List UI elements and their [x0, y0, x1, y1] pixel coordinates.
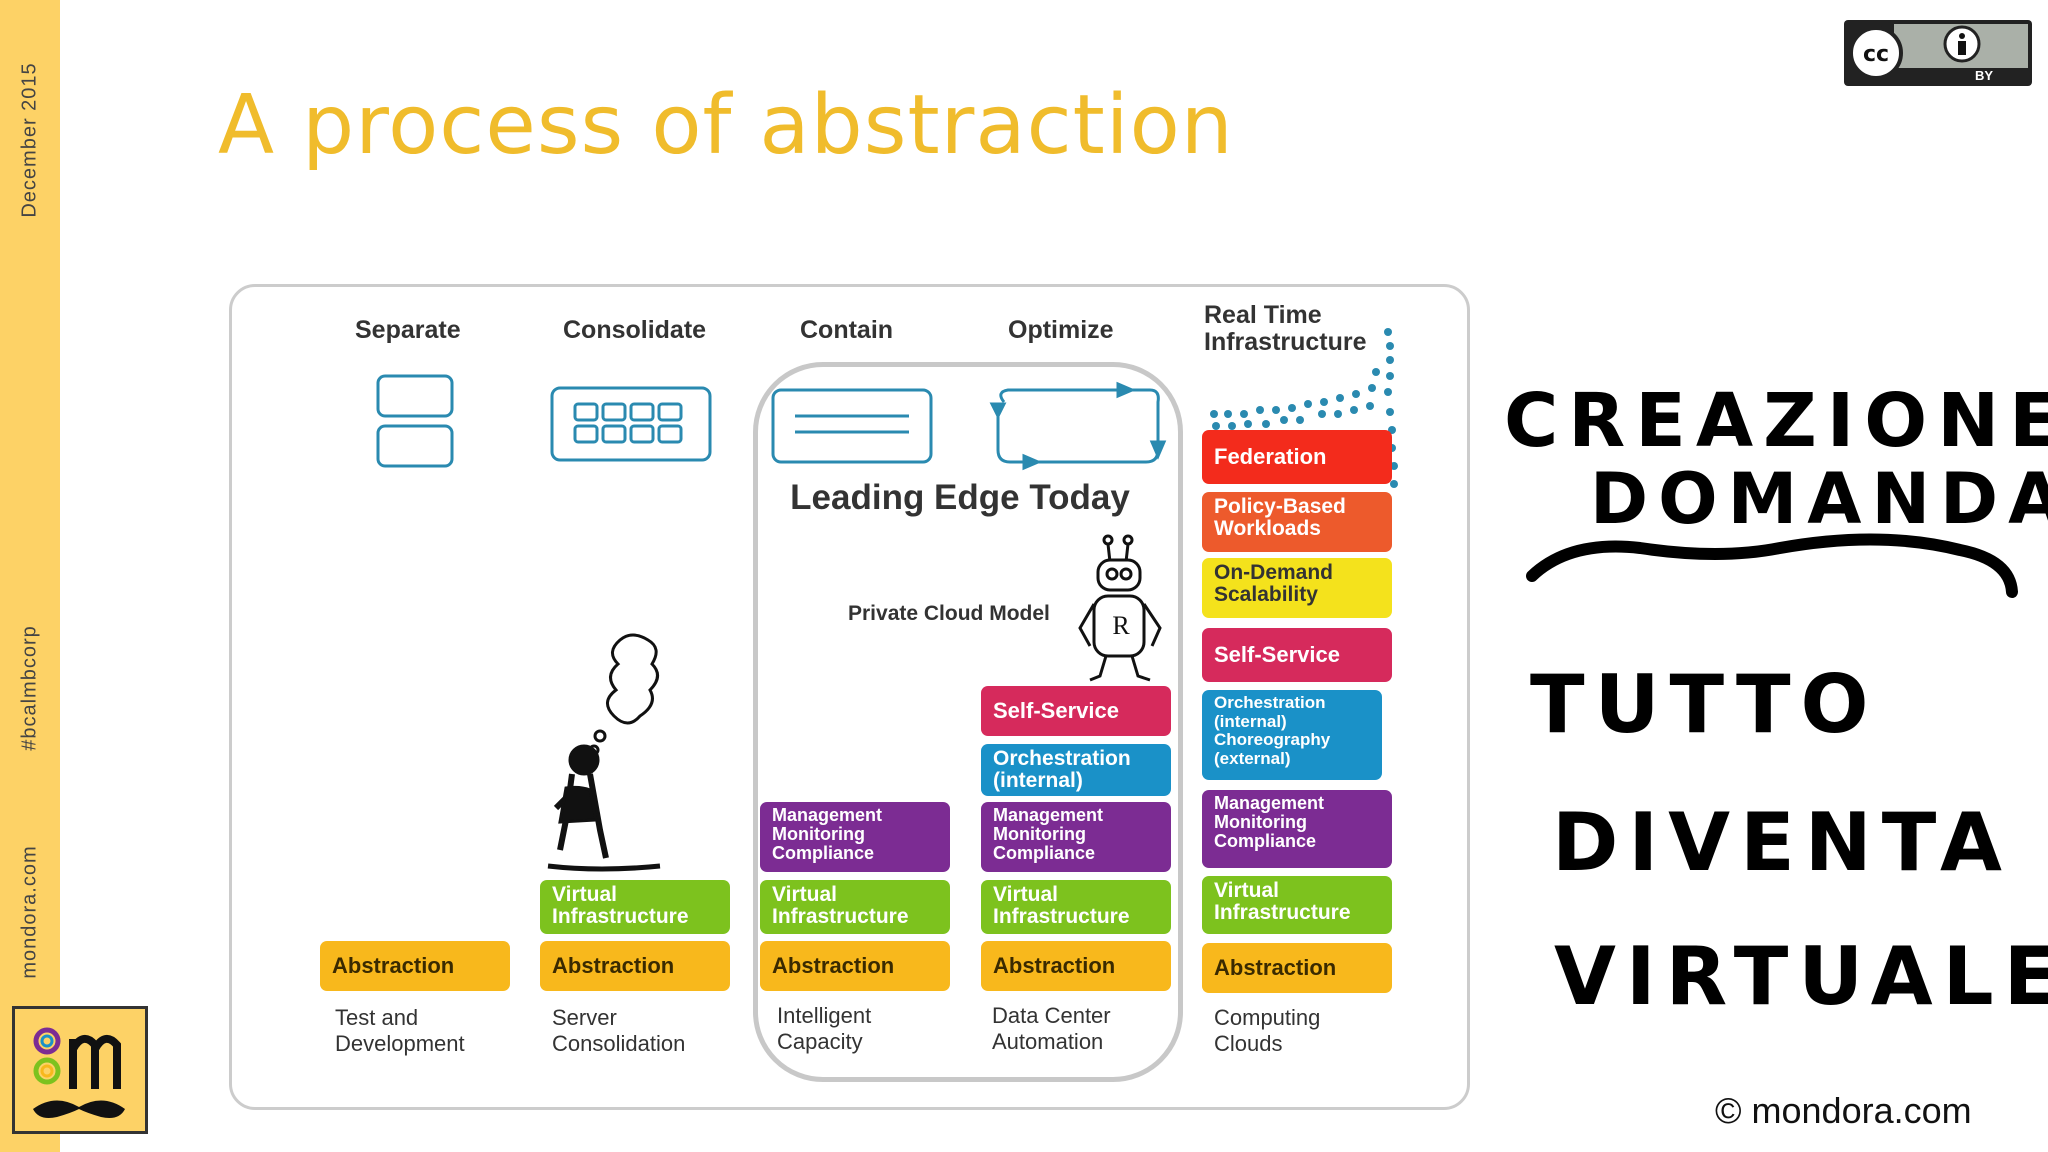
creative-commons-by-icon: cc — [1849, 24, 2028, 80]
robot-icon — [1078, 534, 1162, 682]
layer-management-real-time: Management Monitoring Compliance — [1202, 790, 1392, 868]
separate-servers-icon — [376, 374, 454, 468]
leading-edge-box — [753, 362, 1183, 1082]
layer-self-service-optimize: Self-Service — [981, 686, 1171, 736]
layer-on-demand: On-Demand Scalability — [1202, 558, 1392, 618]
sidebar — [0, 0, 60, 1152]
caption-separate: Test and Development — [335, 1005, 465, 1056]
layer-policy-based: Policy-Based Workloads — [1202, 492, 1392, 552]
layer-orchestration-choreography: Orchestration (internal) Choreography (e… — [1202, 690, 1382, 780]
layer-management-optimize: Management Monitoring Compliance — [981, 802, 1171, 872]
layer-abstraction-separate: Abstraction — [320, 941, 510, 991]
layer-virtual-infra-consolidate: Virtual Infrastructure — [540, 880, 730, 934]
layer-abstraction-contain: Abstraction — [760, 941, 950, 991]
handwritten-line-4: DIVENTA — [1552, 796, 2012, 889]
layer-abstraction-optimize: Abstraction — [981, 941, 1171, 991]
private-cloud-label: Private Cloud Model — [848, 602, 1050, 625]
leading-edge-title: Leading Edge Today — [790, 478, 1130, 517]
copyright-notice: © mondora.com — [1715, 1090, 1972, 1131]
handwritten-line-3: TUTTO — [1530, 658, 1879, 751]
consolidated-server-icon — [550, 386, 712, 462]
caption-consolidate: Server Consolidation — [552, 1005, 686, 1056]
svg-text:cc: cc — [1863, 42, 1889, 67]
handwritten-line-1: CREAZIONE — [1504, 378, 2048, 464]
layer-self-service-real-time: Self-Service — [1202, 628, 1392, 682]
mondora-logo — [12, 1006, 148, 1134]
cc-badge-label: BY — [1974, 68, 1994, 83]
handwritten-line-2: DOMANDA — [1590, 458, 2048, 540]
col-header-optimize: Optimize — [1008, 316, 1114, 344]
caption-real-time: Computing Clouds — [1214, 1005, 1321, 1056]
layer-management-contain: Management Monitoring Compliance — [760, 802, 950, 872]
layer-virtual-infra-contain: Virtual Infrastructure — [760, 880, 950, 934]
cc-license-badge[interactable]: cc BY — [1844, 20, 2032, 86]
layer-abstraction-consolidate: Abstraction — [540, 941, 730, 991]
container-icon — [771, 388, 933, 464]
page-title: A process of abstraction — [218, 78, 1234, 173]
layer-abstraction-real-time: Abstraction — [1202, 943, 1392, 993]
col-header-consolidate: Consolidate — [563, 316, 707, 344]
layer-virtual-infra-optimize: Virtual Infrastructure — [981, 880, 1171, 934]
layer-federation: Federation — [1202, 430, 1392, 484]
caption-contain: Intelligent Capacity — [777, 1003, 872, 1054]
optimize-cycle-icon — [989, 381, 1167, 471]
caption-optimize: Data Center Automation — [992, 1003, 1111, 1054]
layer-virtual-infra-real-time: Virtual Infrastructure — [1202, 876, 1392, 934]
thinking-man-icon — [547, 633, 661, 872]
handwritten-line-5: VIRTUALE — [1554, 930, 2048, 1023]
layer-orchestration-optimize: Orchestration (internal) — [981, 744, 1171, 796]
col-header-contain: Contain — [800, 316, 894, 344]
robot-letter: R — [1112, 611, 1130, 640]
col-header-separate: Separate — [355, 316, 461, 344]
mondora-logo-icon — [33, 1027, 125, 1118]
col-header-real-time: Real Time Infrastructure — [1204, 301, 1367, 356]
handwritten-underline — [1526, 533, 2018, 598]
